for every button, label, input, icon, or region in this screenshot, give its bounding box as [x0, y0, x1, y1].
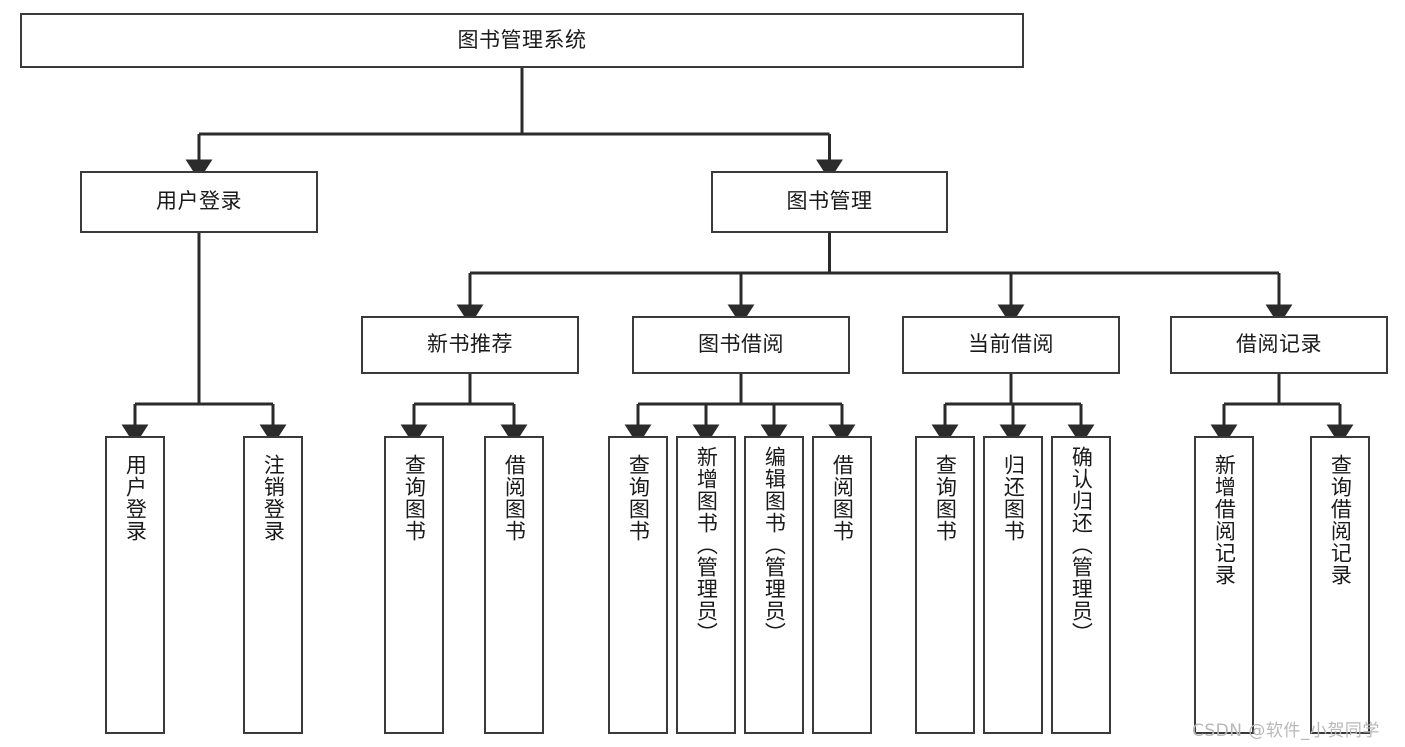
- node-leaf-return-book[interactable]: 归还图书: [983, 436, 1043, 734]
- node-leaf-user-login-label: 用户登录: [123, 454, 148, 542]
- node-leaf-logout-label: 注销登录: [261, 454, 286, 542]
- node-root-label: 图书管理系统: [457, 27, 587, 52]
- node-root[interactable]: 图书管理系统: [20, 13, 1024, 68]
- node-leaf-edit-book-label: 编辑图书（管理员）: [762, 446, 787, 644]
- node-leaf-borrow-book-2-label: 借阅图书: [830, 454, 855, 542]
- node-leaf-edit-book[interactable]: 编辑图书（管理员）: [744, 436, 804, 734]
- node-leaf-add-book-label: 新增图书（管理员）: [694, 446, 719, 644]
- node-user-login-label: 用户登录: [156, 189, 242, 214]
- node-leaf-query-record-label: 查询借阅记录: [1328, 454, 1353, 586]
- node-new-book-rec[interactable]: 新书推荐: [361, 316, 579, 374]
- node-leaf-query-book-2-label: 查询图书: [626, 454, 651, 542]
- node-leaf-add-book[interactable]: 新增图书（管理员）: [676, 436, 736, 734]
- node-book-borrow-label: 图书借阅: [698, 332, 784, 357]
- node-new-book-rec-label: 新书推荐: [427, 332, 513, 357]
- node-book-manage-label: 图书管理: [786, 189, 873, 214]
- node-borrow-record-label: 借阅记录: [1236, 332, 1322, 357]
- node-borrow-record[interactable]: 借阅记录: [1170, 316, 1388, 374]
- node-leaf-query-book-3[interactable]: 查询图书: [915, 436, 975, 734]
- node-user-login[interactable]: 用户登录: [80, 171, 318, 233]
- node-leaf-query-book-1-label: 查询图书: [402, 454, 427, 542]
- node-leaf-add-record[interactable]: 新增借阅记录: [1194, 436, 1254, 734]
- node-leaf-borrow-book-2[interactable]: 借阅图书: [812, 436, 872, 734]
- node-current-borrow-label: 当前借阅: [968, 332, 1054, 357]
- node-leaf-confirm-return[interactable]: 确认归还（管理员）: [1051, 436, 1111, 734]
- node-leaf-query-record[interactable]: 查询借阅记录: [1310, 436, 1370, 734]
- node-leaf-user-login[interactable]: 用户登录: [105, 436, 165, 734]
- node-leaf-query-book-2[interactable]: 查询图书: [608, 436, 668, 734]
- node-book-manage[interactable]: 图书管理: [711, 171, 948, 233]
- node-leaf-confirm-return-label: 确认归还（管理员）: [1069, 446, 1094, 644]
- node-leaf-query-book-1[interactable]: 查询图书: [384, 436, 444, 734]
- node-leaf-return-book-label: 归还图书: [1001, 454, 1026, 542]
- node-leaf-borrow-book-1[interactable]: 借阅图书: [484, 436, 544, 734]
- node-current-borrow[interactable]: 当前借阅: [902, 316, 1120, 374]
- node-leaf-logout[interactable]: 注销登录: [243, 436, 303, 734]
- node-book-borrow[interactable]: 图书借阅: [632, 316, 850, 374]
- watermark-credit: CSDN @软件_小贺同学: [1192, 721, 1380, 741]
- node-leaf-add-record-label: 新增借阅记录: [1212, 454, 1237, 586]
- node-leaf-borrow-book-1-label: 借阅图书: [502, 454, 527, 542]
- node-leaf-query-book-3-label: 查询图书: [933, 454, 958, 542]
